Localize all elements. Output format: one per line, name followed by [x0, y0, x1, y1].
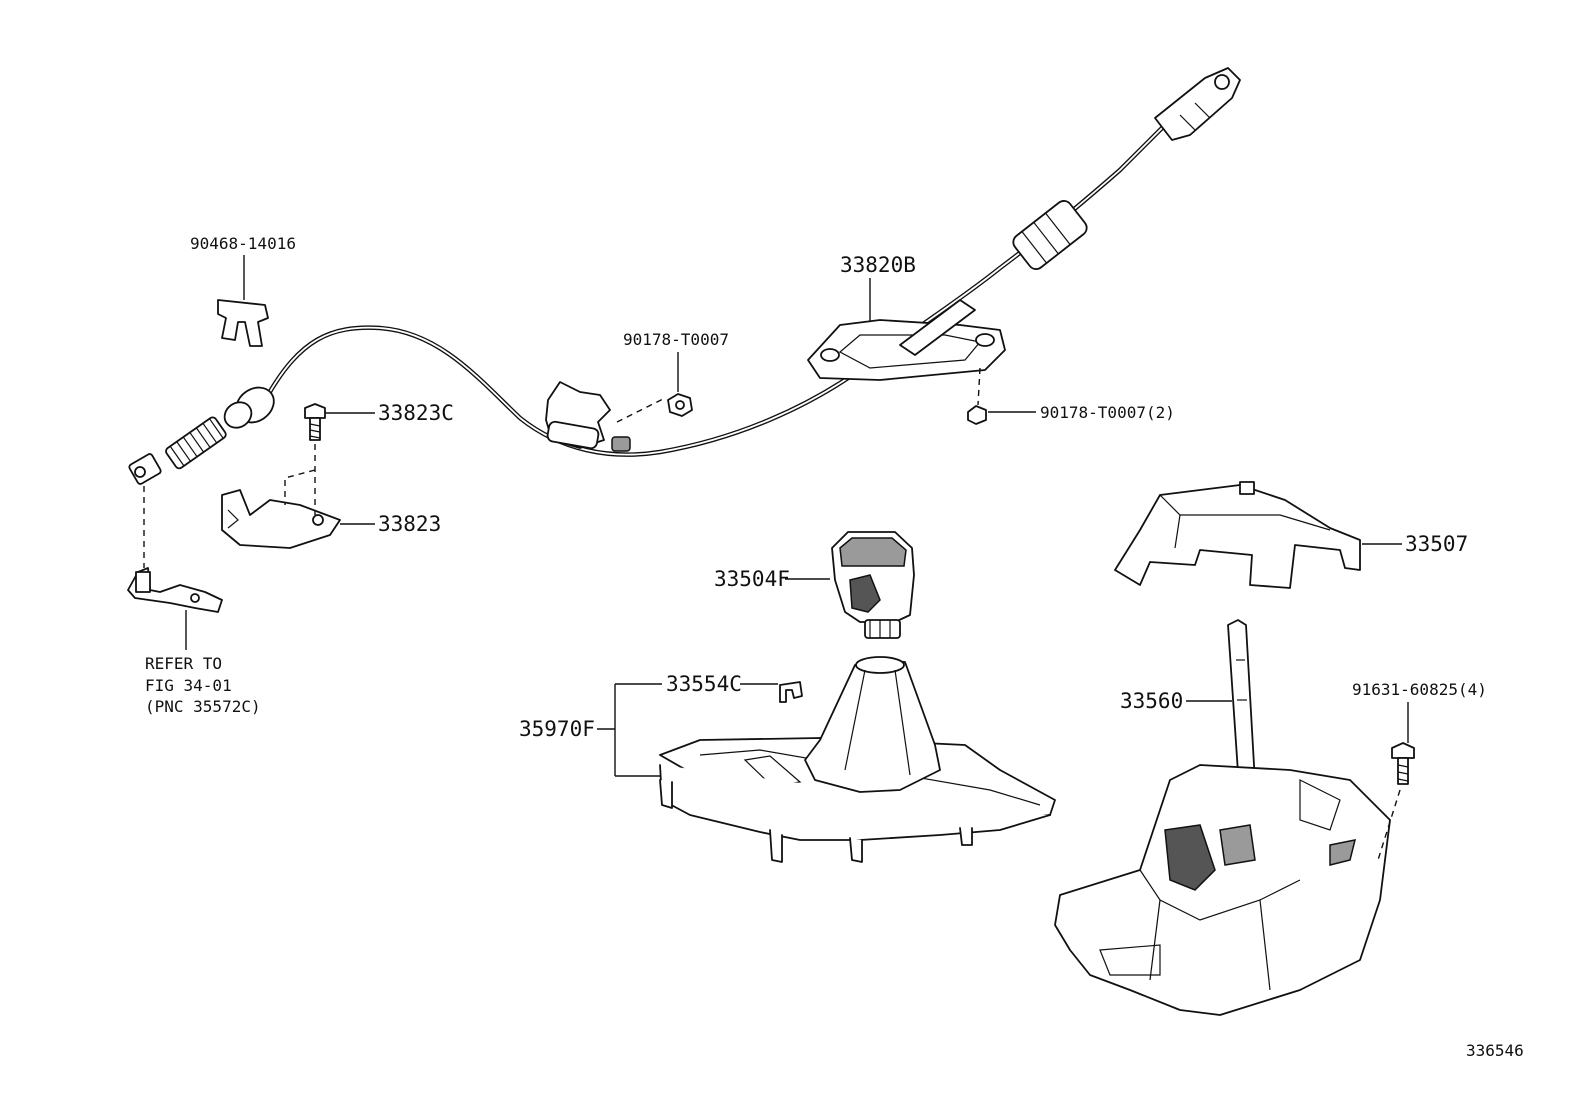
- shift-knob: [831, 531, 915, 639]
- shift-cable: [128, 67, 1241, 485]
- shift-console-housing: [659, 656, 1056, 863]
- label-33823c: 33823C: [378, 401, 454, 425]
- bracket-33507: [1114, 481, 1361, 589]
- cable-plate: [807, 299, 1006, 381]
- assembly-dash-lines: [143, 367, 1401, 861]
- bracket-33823: [221, 489, 341, 549]
- refer-note-line2: FIG 34-01: [145, 676, 232, 695]
- part-labels: 90468-14016 33823C 33823 90178-T0007 338…: [145, 234, 1524, 1060]
- refer-note-line1: REFER TO: [145, 654, 222, 673]
- leader-lines: [185, 255, 1409, 777]
- label-90178-t0007-2: 90178-T0007(2): [1040, 403, 1175, 422]
- label-33820b: 33820B: [840, 253, 916, 277]
- bolt-33823c: [304, 403, 326, 441]
- nut-90178-single: [667, 393, 693, 417]
- bolt-91631: [1391, 742, 1415, 785]
- label-33507: 33507: [1405, 532, 1468, 556]
- label-33554c: 33554C: [666, 672, 742, 696]
- clip-33554c: [779, 681, 803, 703]
- nut-90178-pair: [967, 405, 987, 425]
- clip-part: [217, 299, 269, 347]
- shift-lever-assembly: [1054, 619, 1391, 1016]
- label-33823: 33823: [378, 512, 441, 536]
- label-33560: 33560: [1120, 689, 1183, 713]
- label-33504f: 33504F: [714, 567, 790, 591]
- refer-note-line3: (PNC 35572C): [145, 697, 261, 716]
- lever-pin: [127, 567, 223, 613]
- label-90178-t0007: 90178-T0007: [623, 330, 729, 349]
- label-90468-14016: 90468-14016: [190, 234, 296, 253]
- figure-number: 336546: [1466, 1041, 1524, 1060]
- label-35970f: 35970F: [519, 717, 595, 741]
- label-91631-60825: 91631-60825(4): [1352, 680, 1487, 699]
